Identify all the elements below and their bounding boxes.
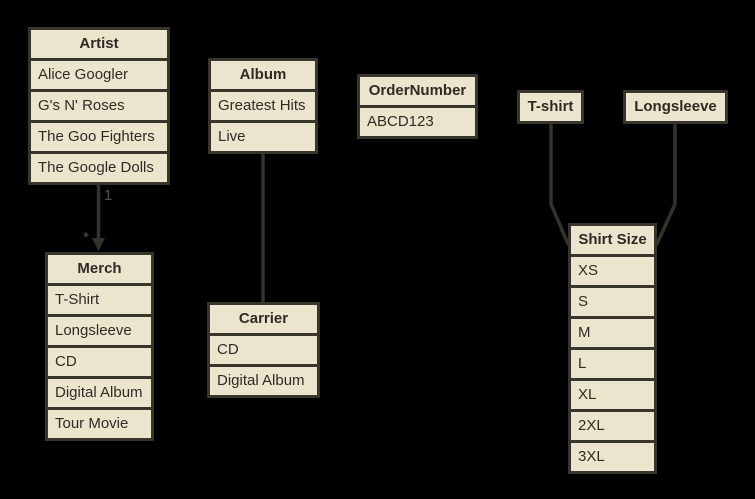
edge-longsleeve-shirtsize[interactable] [654,124,677,246]
table-row: Live [211,123,315,151]
album-table[interactable]: Album Greatest Hits Live [208,58,318,154]
artist-table[interactable]: Artist Alice Googler G's N' Roses The Go… [28,27,170,185]
table-row: L [571,350,654,378]
table-row: M [571,319,654,347]
table-row: XS [571,257,654,285]
multiplicity-label-many: * [83,229,89,246]
shirt-size-table-header: Shirt Size [571,226,654,254]
table-row: Longsleeve [48,317,151,345]
carrier-table[interactable]: Carrier CD Digital Album [207,302,320,398]
table-row: Digital Album [48,379,151,407]
shirt-size-table[interactable]: Shirt Size XS S M L XL 2XL 3XL [568,223,657,474]
table-row: Greatest Hits [211,92,315,120]
longsleeve-node-header: Longsleeve [626,93,725,121]
table-row: 3XL [571,443,654,471]
table-row: The Goo Fighters [31,123,167,151]
carrier-table-header: Carrier [210,305,317,333]
merch-table-header: Merch [48,255,151,283]
table-row: G's N' Roses [31,92,167,120]
artist-table-header: Artist [31,30,167,58]
table-row: Tour Movie [48,410,151,438]
order-number-table-header: OrderNumber [360,77,475,105]
order-number-table[interactable]: OrderNumber ABCD123 [357,74,478,139]
table-row: Alice Googler [31,61,167,89]
tshirt-node-header: T-shirt [520,93,581,121]
table-row: CD [48,348,151,376]
table-row: The Google Dolls [31,154,167,182]
tshirt-node[interactable]: T-shirt [517,90,584,124]
table-row: Digital Album [210,367,317,395]
table-row: CD [210,336,317,364]
table-row: 2XL [571,412,654,440]
table-row: XL [571,381,654,409]
table-row: S [571,288,654,316]
table-row: T-Shirt [48,286,151,314]
album-table-header: Album [211,61,315,89]
table-row: ABCD123 [360,108,475,136]
longsleeve-node[interactable]: Longsleeve [623,90,728,124]
merch-table[interactable]: Merch T-Shirt Longsleeve CD Digital Albu… [45,252,154,441]
multiplicity-label-one: 1 [104,187,113,204]
edge-tshirt-shirtsize[interactable] [549,124,571,246]
edge-artist-merch-arrowhead [92,238,105,251]
